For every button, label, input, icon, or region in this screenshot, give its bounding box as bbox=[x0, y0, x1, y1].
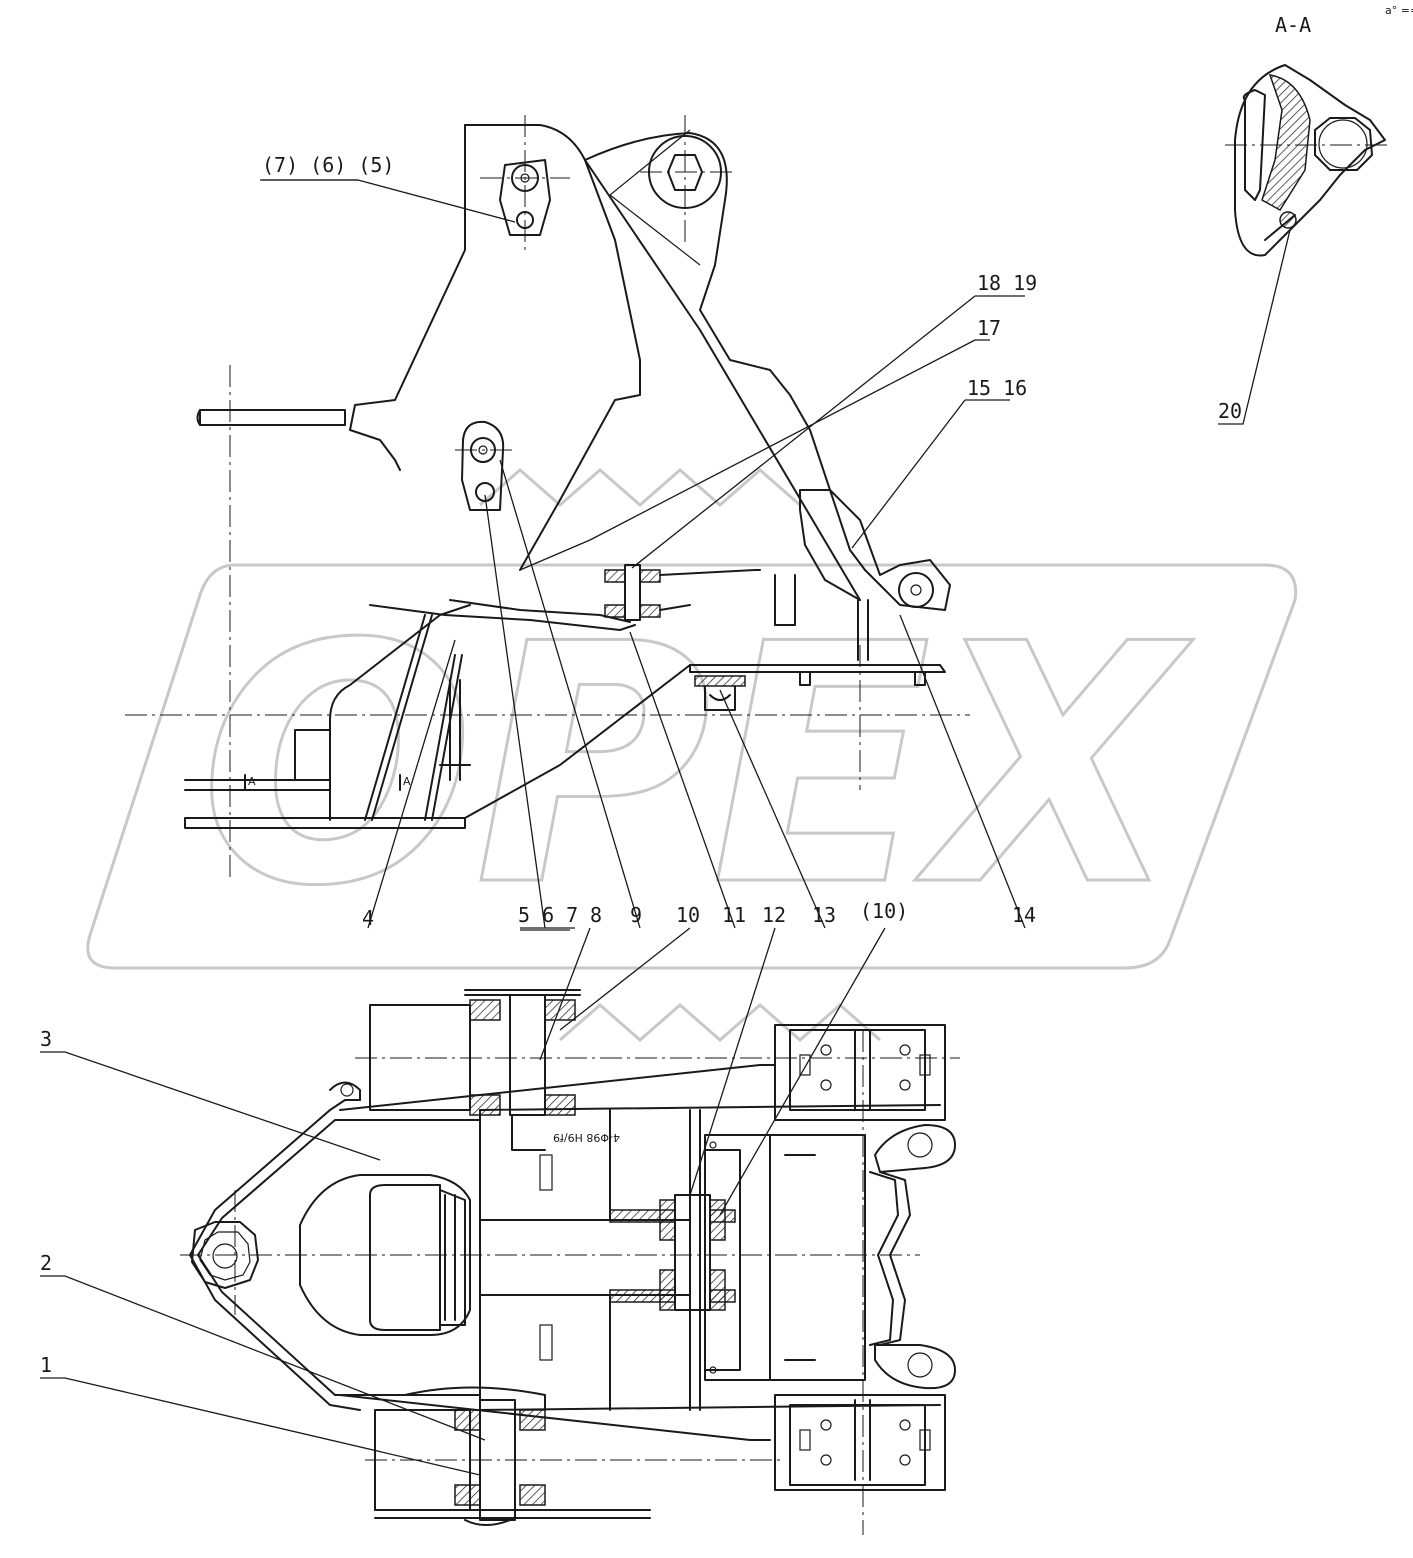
balloon-17: 17 bbox=[977, 316, 1001, 340]
balloon-20: 20 bbox=[1218, 399, 1242, 423]
balloon-12: 12 bbox=[762, 903, 786, 927]
balloon-4: 4 bbox=[362, 906, 374, 930]
balloon-10-ref: (10) bbox=[860, 899, 908, 923]
corner-mark: a° === bbox=[1385, 4, 1413, 17]
watermark-text: OPEX bbox=[200, 574, 1193, 958]
balloon-2: 2 bbox=[40, 1251, 52, 1275]
balloon-labels: (7) (6) (5) 18 19 17 15 16 20 4 5 6 7 8 … bbox=[40, 153, 1242, 1377]
plan-view: 4-Φ98 H9/f9 bbox=[180, 989, 960, 1535]
view-mark-a-right: A bbox=[403, 775, 411, 788]
section-a-a: A-A a° === bbox=[1225, 4, 1413, 257]
balloon-1: 1 bbox=[40, 1353, 52, 1377]
balloon-9: 9 bbox=[630, 903, 642, 927]
watermark: OPEX bbox=[86, 468, 1298, 1042]
balloon-5-6-7: 5 6 7 bbox=[518, 903, 578, 927]
balloon-7-6-5: (7) (6) (5) bbox=[262, 153, 394, 177]
balloon-18-19: 18 19 bbox=[977, 271, 1037, 295]
section-label: A-A bbox=[1275, 13, 1311, 37]
balloon-14: 14 bbox=[1012, 903, 1036, 927]
view-mark-a-left: A bbox=[248, 775, 256, 788]
balloon-11: 11 bbox=[722, 903, 746, 927]
balloon-15-16: 15 16 bbox=[967, 376, 1027, 400]
balloon-8: 8 bbox=[590, 903, 602, 927]
balloon-13: 13 bbox=[812, 903, 836, 927]
leader-lines bbox=[40, 179, 1291, 1476]
side-view: A A bbox=[125, 115, 970, 880]
balloon-10: 10 bbox=[676, 903, 700, 927]
balloon-3: 3 bbox=[40, 1027, 52, 1051]
fit-annotation: 4-Φ98 H9/f9 bbox=[553, 1131, 620, 1144]
